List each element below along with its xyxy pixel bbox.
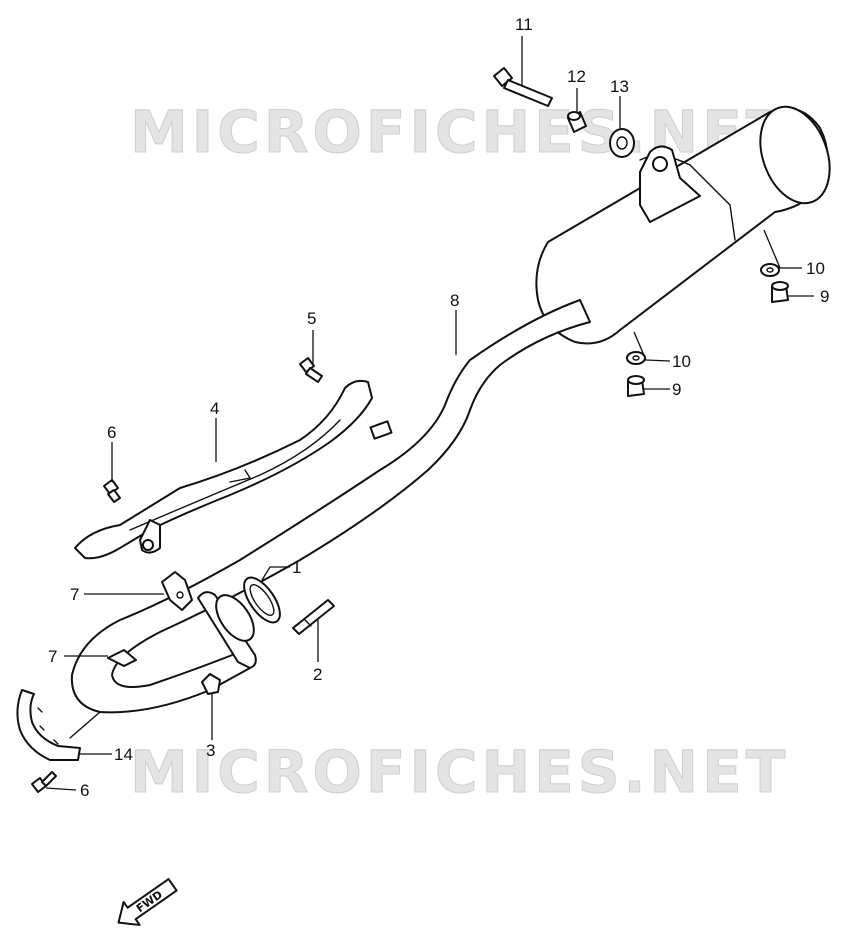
part-13-grommet bbox=[609, 128, 635, 158]
callout-14: 14 bbox=[114, 745, 133, 764]
exhaust-flange bbox=[197, 591, 257, 669]
callout-6-lower: 6 bbox=[80, 781, 89, 800]
callout-3: 3 bbox=[206, 741, 215, 760]
part-10-washer-center bbox=[626, 351, 646, 365]
part-3-nut bbox=[201, 673, 221, 695]
callout-7-upper: 7 bbox=[70, 585, 79, 604]
part-10-washer-right bbox=[760, 263, 780, 277]
callout-10-right: 10 bbox=[806, 259, 825, 278]
callout-10-center: 10 bbox=[672, 352, 691, 371]
part-14-tip-guard bbox=[16, 689, 81, 761]
part-6-bolt-lower bbox=[31, 771, 57, 793]
callout-9-right: 9 bbox=[820, 287, 829, 306]
callout-8: 8 bbox=[450, 291, 459, 310]
part-1-gasket bbox=[243, 576, 281, 624]
callout-4: 4 bbox=[210, 399, 219, 418]
watermark-top: MICROFICHES.NET bbox=[130, 98, 789, 166]
part-7-clamp-lower bbox=[107, 649, 137, 667]
callout-12: 12 bbox=[567, 67, 586, 86]
callout-11: 11 bbox=[515, 15, 533, 34]
callouts: 11 12 13 8 5 4 6 1 2 3 7 7 14 6 10 9 10 … bbox=[48, 15, 829, 800]
part-9-bolt-center bbox=[627, 375, 645, 397]
callout-5: 5 bbox=[307, 309, 316, 328]
part-4-heat-shield bbox=[74, 379, 373, 560]
part-12-collar bbox=[567, 111, 587, 133]
callout-13: 13 bbox=[610, 77, 629, 96]
part-2-stud-bolt bbox=[292, 599, 335, 635]
leader-lines bbox=[45, 36, 814, 791]
part-9-bolt-right bbox=[771, 281, 789, 303]
part-6-bolt-upper bbox=[103, 479, 121, 503]
callout-7-lower: 7 bbox=[48, 647, 57, 666]
part-5-bolt bbox=[299, 357, 323, 383]
callout-2: 2 bbox=[313, 665, 322, 684]
callout-9-center: 9 bbox=[672, 380, 681, 399]
callout-1: 1 bbox=[292, 558, 301, 577]
watermark-bottom: MICROFICHES.NET bbox=[130, 738, 789, 806]
forward-direction-arrow: FWD bbox=[117, 878, 178, 926]
callout-6-upper: 6 bbox=[107, 423, 116, 442]
part-7-clamp-upper bbox=[161, 571, 193, 611]
part-11-long-bolt bbox=[493, 67, 553, 107]
part-8-exhaust-muffler bbox=[69, 105, 831, 739]
